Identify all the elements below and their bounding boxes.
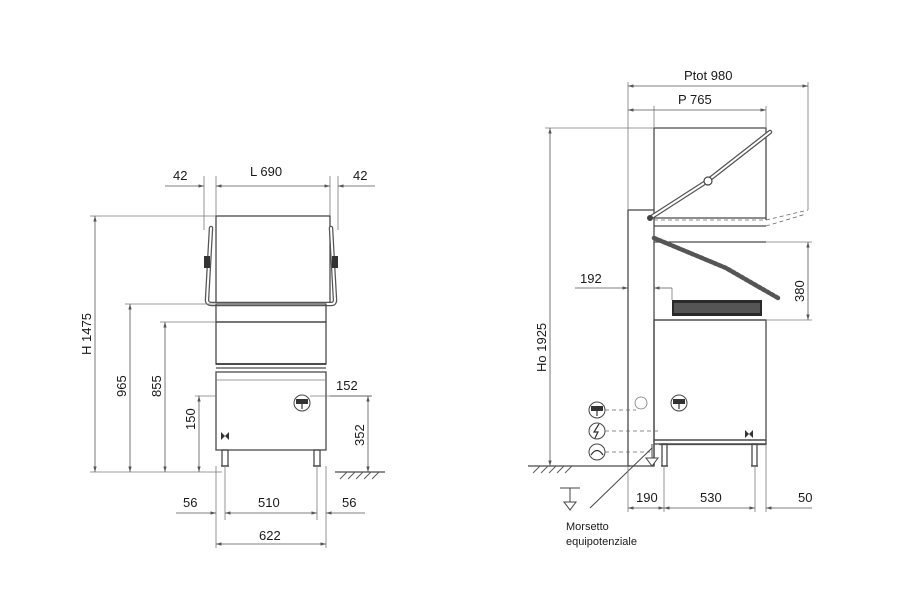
- dim-height-352: 352: [352, 424, 367, 446]
- dim-foot-span: 510: [258, 495, 280, 510]
- valve-icon-side: [745, 430, 753, 438]
- drain-icon: [293, 394, 311, 412]
- dim-right-side: 42: [353, 168, 367, 183]
- dim-depth-total: Ptot 980: [684, 68, 732, 83]
- ground-side: [528, 465, 630, 474]
- dim-foot-left: 56: [183, 495, 197, 510]
- dim-width: L 690: [250, 164, 282, 179]
- dim-height-855: 855: [149, 375, 164, 397]
- dim-foot-right: 56: [342, 495, 356, 510]
- dim-190: 190: [636, 490, 658, 505]
- dim-height-total: H 1475: [79, 313, 94, 355]
- dim-530: 530: [700, 490, 722, 505]
- ground-symbol-icon: [560, 487, 580, 511]
- dim-192: 192: [580, 271, 602, 286]
- dim-380: 380: [792, 280, 807, 302]
- dim-left-side: 42: [173, 168, 187, 183]
- dim-height-open: Ho 1925: [534, 323, 549, 372]
- dim-drain-152: 152: [336, 378, 358, 393]
- dim-height-150: 150: [183, 408, 198, 430]
- drain-outlet-icon: [588, 443, 606, 461]
- dim-50: 50: [798, 490, 812, 505]
- electrical-connection-icon: [588, 422, 606, 440]
- valve-icon: [221, 432, 229, 440]
- ground-terminal-icon: [589, 444, 659, 509]
- side-view: Morsetto equipotenziale Ptot 980 P 765 H…: [528, 68, 812, 548]
- note-line1: Morsetto: [566, 521, 609, 533]
- water-inlet-icon: [588, 401, 606, 419]
- ground-front: [335, 471, 385, 480]
- note-line2: equipotenziale: [566, 536, 637, 548]
- dim-depth: P 765: [678, 92, 712, 107]
- dim-height-965: 965: [114, 375, 129, 397]
- dim-base-width: 622: [259, 528, 281, 543]
- front-view: 42 L 690 42 H 1475 965 855 150 152 352 5…: [79, 164, 385, 548]
- drain-icon-side: [670, 394, 688, 412]
